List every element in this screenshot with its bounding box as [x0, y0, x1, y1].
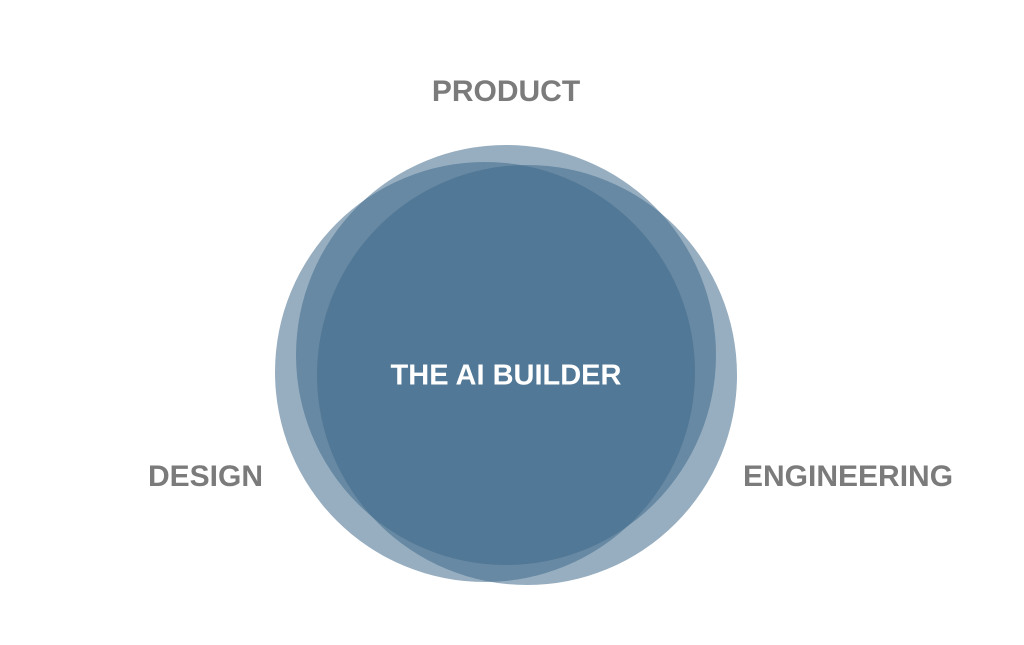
- label-design: DESIGN: [148, 460, 264, 493]
- circle-engineering: [317, 165, 737, 585]
- label-engineering: ENGINEERING: [743, 460, 954, 493]
- center-label: THE AI BUILDER: [390, 359, 622, 392]
- label-product: PRODUCT: [431, 75, 581, 108]
